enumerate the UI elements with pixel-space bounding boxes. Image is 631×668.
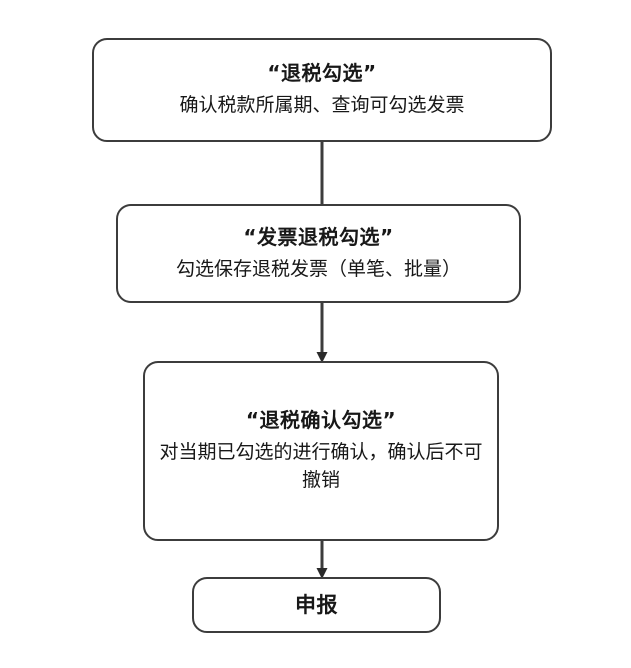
flow-node-title: “退税勾选”: [267, 61, 377, 86]
flow-node-description: 对当期已勾选的进行确认，确认后不可撤销: [159, 441, 483, 491]
flow-node-description: 勾选保存退税发票（单笔、批量）: [175, 257, 461, 280]
flow-node-invoice-refund-check[interactable]: “发票退税勾选” 勾选保存退税发票（单笔、批量）: [116, 204, 521, 303]
flow-node-title: 申报: [295, 592, 338, 617]
flow-node-refund-confirm-check[interactable]: “退税确认勾选” 对当期已勾选的进行确认，确认后不可撤销: [143, 361, 499, 541]
flow-node-declare[interactable]: 申报: [192, 577, 441, 633]
flow-node-refund-check[interactable]: “退税勾选” 确认税款所属期、查询可勾选发票: [92, 38, 552, 142]
flow-node-title: “发票退税勾选”: [243, 224, 394, 249]
flow-node-title: “退税确认勾选”: [245, 408, 397, 433]
flow-node-description: 确认税款所属期、查询可勾选发票: [179, 94, 465, 117]
